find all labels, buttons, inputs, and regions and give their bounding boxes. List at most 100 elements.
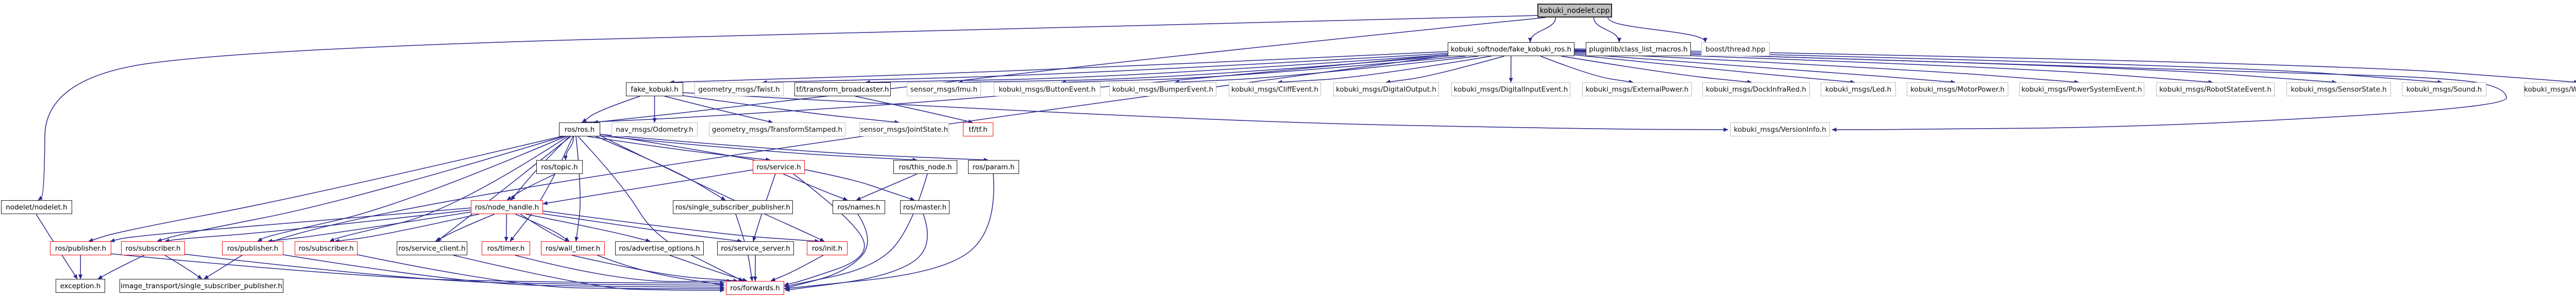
- graph-node-tf[interactable]: tf/tf.h: [963, 122, 993, 136]
- edge-names-to-fwd: [785, 214, 868, 289]
- edge-topic-to-nh: [506, 173, 556, 201]
- edge-svc-to-fwd: [784, 173, 865, 286]
- graph-node-itssp[interactable]: image_transport/single_subscriber_publis…: [120, 279, 283, 293]
- edge-tn-to-names: [856, 173, 918, 201]
- graph-node-fwd[interactable]: ros/forwards.h: [726, 281, 784, 295]
- graph-node-plm[interactable]: pluginlib/class_list_macros.h: [1586, 42, 1691, 56]
- edge-ros-to-sub2: [329, 136, 568, 242]
- graph-node-init[interactable]: ros/init.h: [807, 241, 848, 255]
- edge-fkr-to-pse: [1573, 52, 2079, 84]
- graph-node-param[interactable]: ros/param.h: [968, 160, 1019, 174]
- edge-nh-to-fwd: [520, 214, 725, 287]
- graph-node-tn[interactable]: ros/this_node.h: [893, 160, 957, 174]
- edge-fkr-to-tb: [865, 54, 1456, 84]
- graph-node-dock: kobuki_msgs/DockInfraRed.h: [1702, 82, 1810, 96]
- graph-node-pub2[interactable]: ros/publisher.h: [222, 241, 283, 255]
- edge-ros-to-sc: [436, 136, 571, 242]
- graph-node-root[interactable]: kobuki_nodelet.cpp: [1537, 4, 1612, 17]
- edge-fk-to-ver: [683, 92, 1728, 132]
- edge-root-to-boost: [1607, 17, 1707, 43]
- edge-ros-to-sub1: [157, 136, 564, 242]
- edge-nh-to-ao: [525, 214, 651, 242]
- edge-root-to-ros: [593, 17, 1546, 125]
- graph-node-ssp[interactable]: ros/single_subscriber_publisher.h: [673, 200, 793, 214]
- edge-nh-to-pub1: [110, 207, 471, 242]
- edge-tb-to-tf: [855, 96, 973, 124]
- edge-svc-to-names: [783, 173, 848, 201]
- graph-node-ao[interactable]: ros/advertise_options.h: [615, 241, 704, 255]
- graph-node-nodelet[interactable]: nodelet/nodelet.h: [1, 200, 72, 214]
- graph-node-names[interactable]: ros/names.h: [833, 200, 885, 214]
- edge-fkr-to-dock: [1561, 56, 1752, 84]
- graph-node-fkr[interactable]: kobuki_softnode/fake_kobuki_ros.h: [1448, 42, 1574, 56]
- graph-node-nh[interactable]: ros/node_handle.h: [471, 200, 543, 214]
- graph-node-sst: kobuki_msgs/SensorState.h: [2286, 82, 2391, 96]
- graph-node-bmp: kobuki_msgs/BumperEvent.h: [1109, 82, 1216, 96]
- graph-node-dout: kobuki_msgs/DigitalOutput.h: [1333, 82, 1439, 96]
- edge-nh-to-wt: [515, 214, 570, 242]
- edge-ros-to-param: [599, 134, 989, 162]
- edge-svc-to-nh: [543, 169, 754, 205]
- edge-fkr-to-extp: [1540, 56, 1634, 84]
- edge-ros-to-pub2: [257, 136, 566, 242]
- edge-ros-to-pub1: [88, 136, 562, 242]
- graph-node-boost: boost/thread.hpp: [1701, 42, 1770, 56]
- edge-ros-to-wt: [574, 136, 581, 242]
- graph-node-master[interactable]: ros/master.h: [900, 200, 950, 214]
- edge-ros-to-fwd: [578, 136, 743, 282]
- edge-master-to-fwd: [785, 214, 928, 292]
- edge-tn-to-fwd: [784, 173, 928, 288]
- edge-fkr-to-led: [1571, 54, 1855, 84]
- graph-node-ros[interactable]: ros/ros.h: [559, 122, 600, 136]
- graph-node-js: sensor_msgs/JointState.h: [859, 122, 949, 136]
- edge-ros-to-ssp: [592, 134, 726, 201]
- edge-fk-to-ros: [582, 96, 640, 123]
- graph-node-timer[interactable]: ros/timer.h: [482, 241, 530, 255]
- edge-fkr-to-ver: [1574, 50, 2507, 132]
- graph-node-ss[interactable]: ros/service_server.h: [717, 241, 794, 255]
- edge-ros-to-topic: [563, 136, 574, 161]
- edge-fkr-to-imu: [958, 55, 1460, 84]
- edge-nh-to-pub2: [267, 212, 471, 243]
- graph-node-mot: kobuki_msgs/MotorPower.h: [1907, 82, 2008, 96]
- edge-sub2-to-fwd: [357, 254, 725, 291]
- graph-node-sub1[interactable]: ros/subscriber.h: [121, 241, 185, 255]
- edge-ros-to-tn: [595, 135, 918, 162]
- edge-nh-to-init: [543, 210, 820, 243]
- graph-node-dinp: kobuki_msgs/DigitalInputEvent.h: [1451, 82, 1570, 96]
- edge-wt-to-fwd: [571, 255, 738, 283]
- edge-fkr-to-rse: [1573, 51, 2213, 84]
- edge-root-to-plm: [1593, 17, 1621, 43]
- graph-node-wt[interactable]: ros/wall_timer.h: [541, 241, 605, 255]
- graph-node-topic[interactable]: ros/topic.h: [536, 160, 583, 174]
- graph-node-twist: geometry_msgs/Twist.h: [694, 82, 784, 96]
- graph-node-svc[interactable]: ros/service.h: [753, 160, 805, 174]
- graph-node-clf: kobuki_msgs/CliffEvent.h: [1229, 82, 1321, 96]
- edge-fkr-to-itssp: [204, 55, 1449, 279]
- edge-nh-to-ss: [538, 213, 742, 243]
- edge-ao-to-fwd: [669, 255, 748, 282]
- edge-sub1-to-itssp: [164, 255, 202, 279]
- edge-fkr-to-clf: [1277, 56, 1492, 84]
- edge-nh-to-sub1: [164, 209, 471, 243]
- graph-node-pse: kobuki_msgs/PowerSystemEvent.h: [2019, 82, 2144, 96]
- graph-node-snd: kobuki_msgs/Sound.h: [2402, 82, 2486, 96]
- graph-node-extp: kobuki_msgs/ExternalPower.h: [1582, 82, 1692, 96]
- graph-node-sc[interactable]: ros/service_client.h: [397, 241, 467, 255]
- edge-init-to-fwd: [770, 255, 824, 282]
- graph-node-exc[interactable]: exception.h: [56, 279, 105, 293]
- edge-fkr-to-twist: [762, 52, 1453, 84]
- graph-node-led: kobuki_msgs/Led.h: [1821, 82, 1896, 96]
- graph-node-sub2[interactable]: ros/subscriber.h: [295, 241, 358, 255]
- graph-node-rse: kobuki_msgs/RobotStateEvent.h: [2156, 82, 2275, 96]
- graph-node-fk[interactable]: fake_kobuki.h: [626, 82, 683, 96]
- graph-node-pub1[interactable]: ros/publisher.h: [50, 241, 111, 255]
- edge-nh-to-sc: [435, 214, 495, 242]
- graph-node-tb[interactable]: tf/transform_broadcaster.h: [794, 82, 891, 96]
- edge-ros-to-svc: [587, 136, 771, 162]
- edge-fk-to-tfs: [664, 96, 773, 124]
- edge-root-to-fkr: [1528, 17, 1556, 43]
- edge-param-to-fwd: [784, 173, 994, 291]
